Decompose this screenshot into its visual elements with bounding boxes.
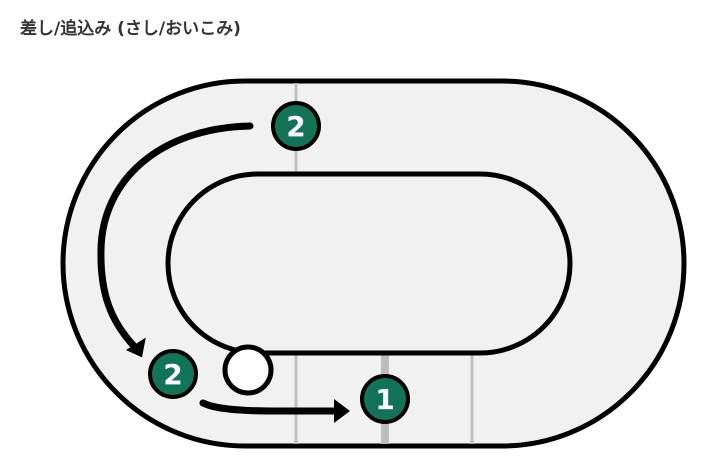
inner-infield	[165, 171, 573, 356]
arrowhead-icon	[334, 399, 350, 423]
position-marker-finish: 1	[360, 374, 410, 424]
diagram-title: 差し/追込み (さし/おいこみ)	[20, 19, 241, 39]
arrow-around-turn	[97, 122, 254, 358]
position-number: 2	[286, 110, 305, 143]
arrow-final-straight	[199, 399, 350, 423]
leading-horse-marker	[222, 344, 274, 396]
position-number: 2	[163, 358, 182, 391]
arrowhead-icon	[125, 337, 146, 358]
position-marker-top: 2	[271, 101, 321, 151]
position-number: 1	[375, 383, 394, 416]
position-marker-bottom-left: 2	[148, 349, 198, 399]
